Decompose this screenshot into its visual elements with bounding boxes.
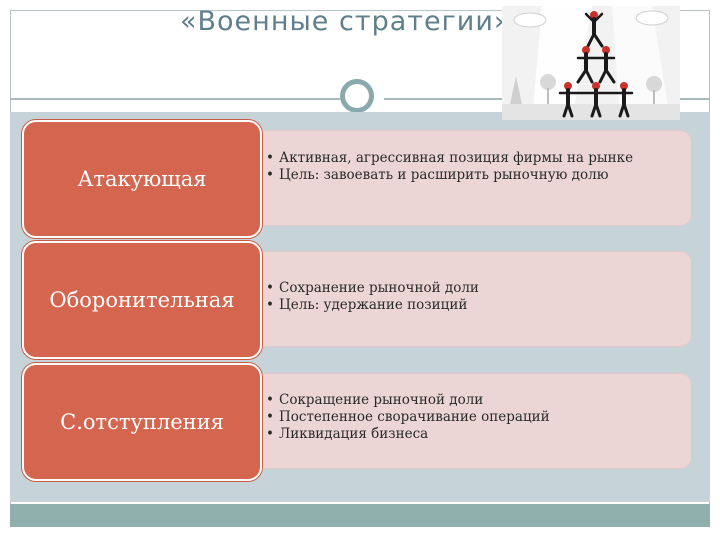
bullet-item: Активная, агрессивная позиция фирмы на р… [266, 150, 686, 167]
strategy-category-box: С.отступления [22, 363, 262, 481]
footer-bar [10, 504, 710, 527]
bullet-item: Сокращение рыночной доли [266, 392, 686, 409]
strategy-category-label: Атакующая [77, 167, 207, 191]
ring-ornament [340, 79, 374, 113]
bullet-item: Ликвидация бизнеса [266, 426, 686, 443]
strategy-bullet-list: Сохранение рыночной доли Цель: удержание… [266, 280, 686, 314]
strategy-row-attacking: Атакующая Активная, агрессивная позиция … [22, 120, 692, 238]
human-pyramid-icon [502, 6, 680, 120]
bullet-item: Постепенное сворачивание операций [266, 409, 686, 426]
strategy-bullet-list: Сокращение рыночной доли Постепенное сво… [266, 392, 686, 443]
slide-title: «Военные стратегии» [180, 6, 512, 37]
strategy-category-label: С.отступления [60, 410, 224, 434]
strategy-category-box: Оборонительная [22, 241, 262, 359]
divider-line-left [10, 98, 340, 100]
strategy-bullet-list: Активная, агрессивная позиция фирмы на р… [266, 150, 686, 184]
strategy-category-label: Оборонительная [49, 288, 235, 312]
bullet-item: Цель: завоевать и расширить рыночную дол… [266, 167, 686, 184]
bullet-item: Цель: удержание позиций [266, 297, 686, 314]
bullet-item: Сохранение рыночной доли [266, 280, 686, 297]
strategy-row-defensive: Оборонительная Сохранение рыночной доли … [22, 241, 692, 359]
strategy-row-retreat: С.отступления Сокращение рыночной доли П… [22, 363, 692, 481]
strategy-category-box: Атакующая [22, 120, 262, 238]
